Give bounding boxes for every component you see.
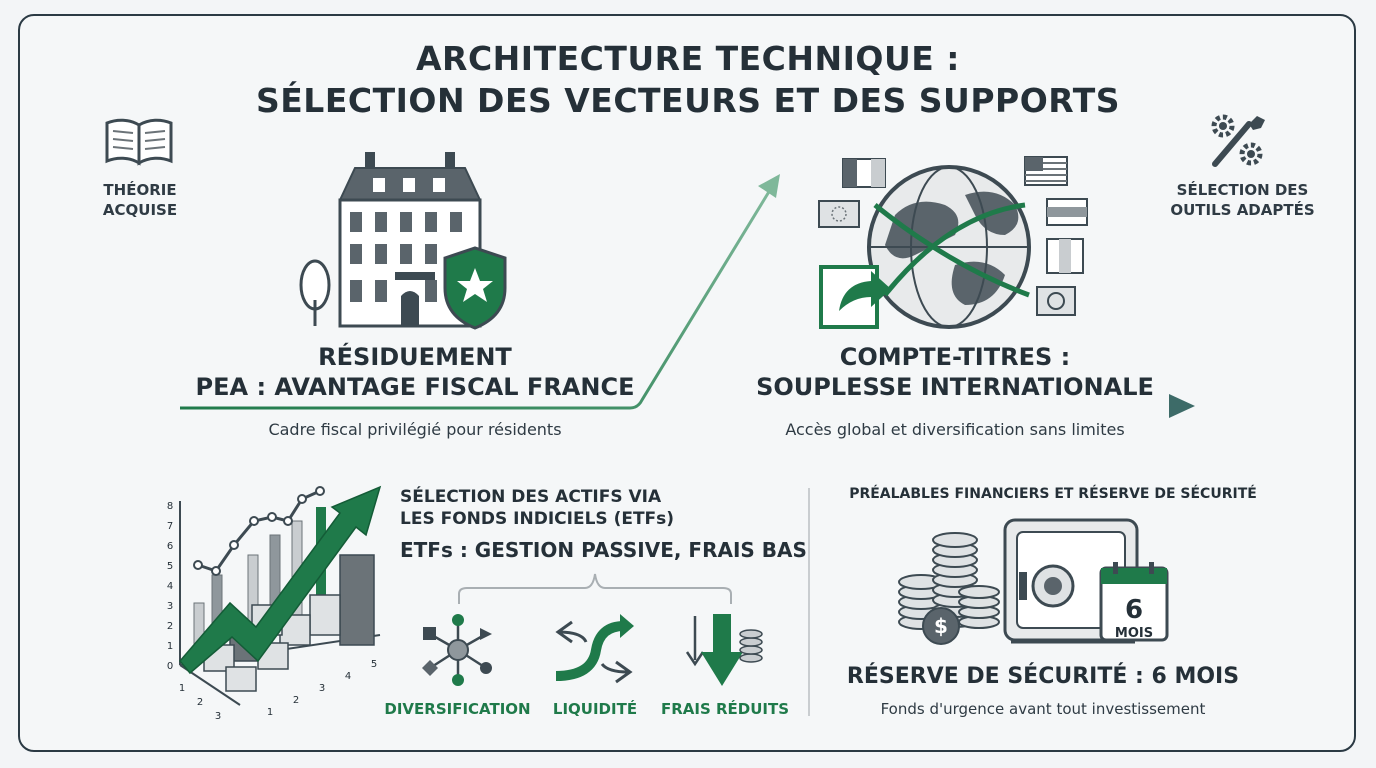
feature-label-liquidite: LIQUIDITÉ [552, 700, 638, 718]
feature-label-frais: FRAIS RÉDUITS [660, 700, 790, 718]
calendar-unit: MOIS [1114, 626, 1154, 641]
safe-coins-icon: $ [898, 518, 1169, 645]
pea-heading-line1: RÉSIDUEMENT [318, 343, 512, 371]
left-label: THÉORIE ACQUISE [80, 180, 200, 220]
down-arrow-coins-icon [685, 614, 763, 686]
swap-arrows-icon [555, 614, 634, 684]
x-back-tick-label: 2 [293, 695, 299, 706]
cto-heading-line1: COMPTE-TITRES : [839, 343, 1071, 371]
rising-arrow [180, 174, 780, 410]
feature-label-diversification: DIVERSIFICATION [384, 700, 531, 718]
etf-bracket [458, 573, 732, 604]
svg-text:$: $ [934, 614, 948, 638]
section-divider [808, 488, 810, 716]
y-tick-label: 8 [167, 501, 173, 512]
right-arrow [683, 394, 1195, 418]
right-label-line1: SÉLECTION DES [1176, 181, 1309, 199]
etf-subheading: ETFs : GESTION PASSIVE, FRAIS BAS [400, 538, 807, 562]
right-label: SÉLECTION DES OUTILS ADAPTÉS [1170, 180, 1315, 220]
calendar-number: 6 [1124, 595, 1144, 625]
x-back-tick-label: 5 [371, 659, 377, 670]
etf-heading-line1: SÉLECTION DES ACTIFS VIA [400, 487, 662, 507]
reserve-heading: PRÉALABLES FINANCIERS ET RÉSERVE DE SÉCU… [849, 486, 1257, 502]
open-book-icon [105, 118, 173, 166]
x-back-tick-label: 4 [345, 671, 351, 682]
y-tick-label: 0 [167, 661, 173, 672]
pea-subtitle: Cadre fiscal privilégié pour résidents [268, 420, 562, 439]
x-back-tick-label: 3 [319, 683, 325, 694]
y-tick-label: 3 [167, 601, 173, 612]
right-label-line2: OUTILS ADAPTÉS [1170, 201, 1315, 219]
title-line-1: ARCHITECTURE TECHNIQUE : [416, 39, 960, 78]
etf-heading: SÉLECTION DES ACTIFS VIA LES FONDS INDIC… [400, 486, 800, 530]
y-tick-label: 1 [167, 641, 173, 652]
pea-heading: RÉSIDUEMENT PEA : AVANTAGE FISCAL FRANCE [195, 342, 635, 402]
y-tick-label: 4 [167, 581, 173, 592]
reserve-subtitle: Fonds d'urgence avant tout investissemen… [880, 700, 1206, 718]
x-front-tick-label: 3 [215, 711, 221, 722]
reserve-main: RÉSERVE DE SÉCURITÉ : 6 MOIS [846, 664, 1240, 689]
cto-heading-line2: SOUPLESSE INTERNATIONALE [756, 373, 1154, 401]
pea-heading-line2: PEA : AVANTAGE FISCAL FRANCE [195, 373, 635, 401]
etf-heading-line2: LES FONDS INDICIELS (ETFs) [400, 509, 675, 529]
x-back-tick-label: 1 [267, 707, 273, 718]
cto-subtitle: Accès global et diversification sans lim… [785, 420, 1125, 439]
mansion-shield-icon [299, 152, 507, 330]
network-nodes-icon [422, 614, 492, 686]
x-front-tick-label: 1 [179, 683, 185, 694]
title-line-2: SÉLECTION DES VECTEURS ET DES SUPPORTS [256, 81, 1120, 120]
globe-flags-icon [818, 156, 1088, 329]
y-tick-label: 2 [167, 621, 173, 632]
left-label-line1: THÉORIE [103, 181, 177, 199]
gears-wrench-icon [1211, 114, 1265, 167]
cto-heading: COMPTE-TITRES : SOUPLESSE INTERNATIONALE [735, 342, 1175, 402]
y-tick-label: 7 [167, 521, 173, 532]
y-tick-label: 5 [167, 561, 173, 572]
y-tick-label: 6 [167, 541, 173, 552]
x-front-tick-label: 2 [197, 697, 203, 708]
left-label-line2: ACQUISE [102, 201, 178, 219]
